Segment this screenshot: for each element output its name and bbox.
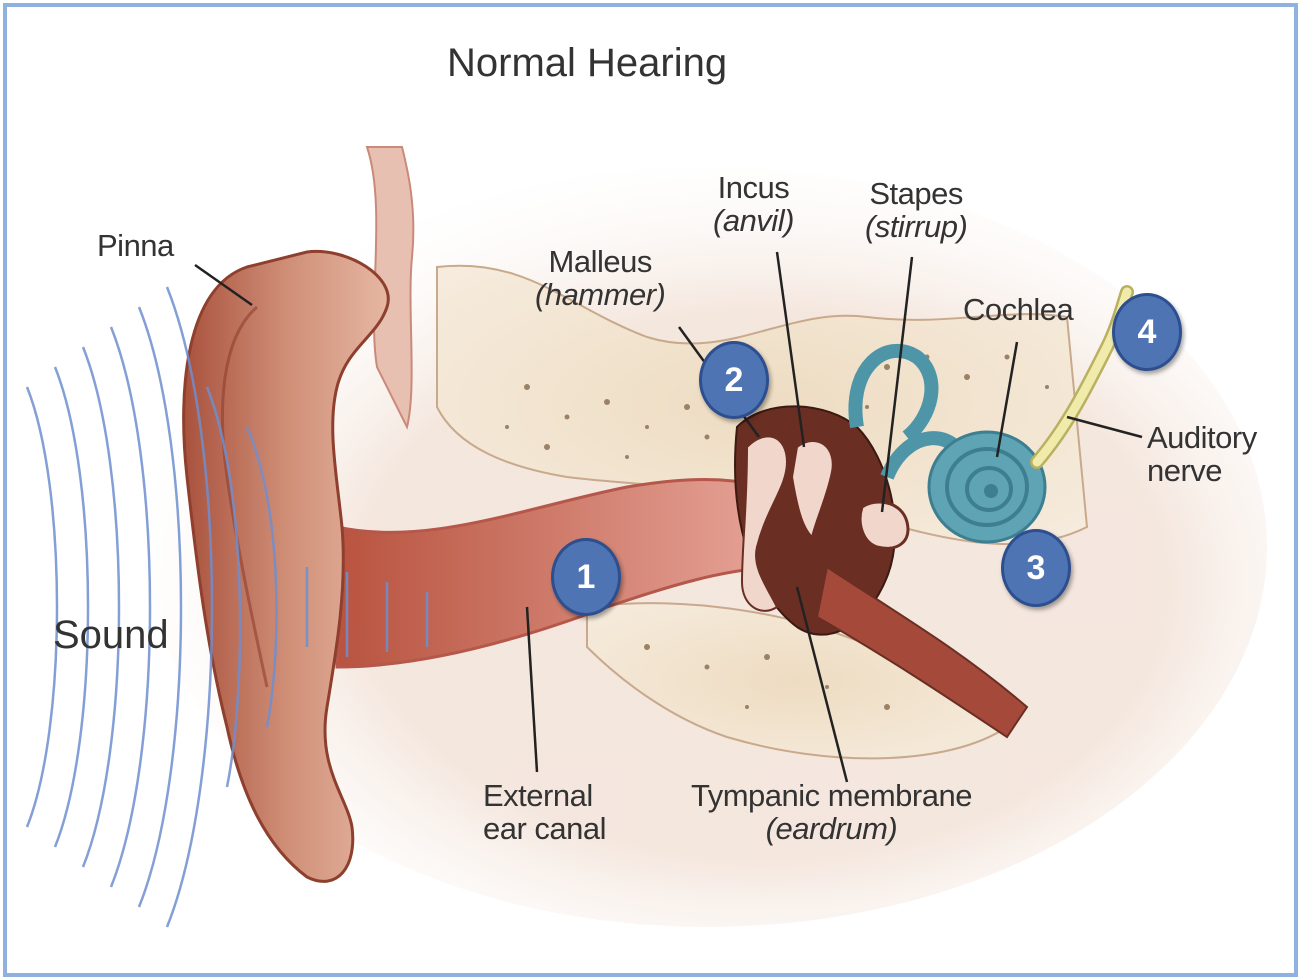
label-malleus: Malleus (hammer): [535, 245, 665, 311]
label-stapes-common: (stirrup): [865, 210, 967, 243]
label-external-ear-canal-line1: External: [483, 779, 606, 812]
label-external-ear-canal-line2: ear canal: [483, 812, 606, 845]
label-tympanic-membrane-name: Tympanic membrane: [691, 779, 972, 812]
diagram-title: Normal Hearing: [447, 47, 727, 80]
label-pinna: Pinna: [97, 229, 174, 262]
label-stapes-name: Stapes: [869, 176, 963, 211]
stapes-bone: [860, 502, 908, 548]
label-incus-name: Incus: [718, 170, 790, 205]
label-tympanic-membrane: Tympanic membrane (eardrum): [691, 779, 972, 845]
label-external-ear-canal: External ear canal: [483, 779, 606, 845]
label-malleus-name: Malleus: [549, 244, 652, 279]
cochlea-shape: [929, 432, 1045, 542]
label-stapes: Stapes (stirrup): [865, 177, 967, 243]
label-auditory-nerve: Auditory nerve: [1147, 421, 1257, 487]
diagram-frame: Normal Hearing Sound Pinna Malleus (hamm…: [3, 3, 1298, 977]
label-incus: Incus (anvil): [713, 171, 794, 237]
label-auditory-nerve-line2: nerve: [1147, 454, 1257, 487]
ear-anatomy-illustration: [7, 7, 1294, 973]
marker-3[interactable]: 3: [1001, 529, 1071, 607]
label-cochlea: Cochlea: [963, 293, 1073, 326]
label-auditory-nerve-line1: Auditory: [1147, 421, 1257, 454]
label-tympanic-membrane-common: (eardrum): [691, 812, 972, 845]
marker-2[interactable]: 2: [699, 341, 769, 419]
marker-1[interactable]: 1: [551, 538, 621, 616]
marker-4[interactable]: 4: [1112, 293, 1182, 371]
sound-label: Sound: [53, 619, 169, 652]
label-malleus-common: (hammer): [535, 278, 665, 311]
label-incus-common: (anvil): [713, 204, 794, 237]
